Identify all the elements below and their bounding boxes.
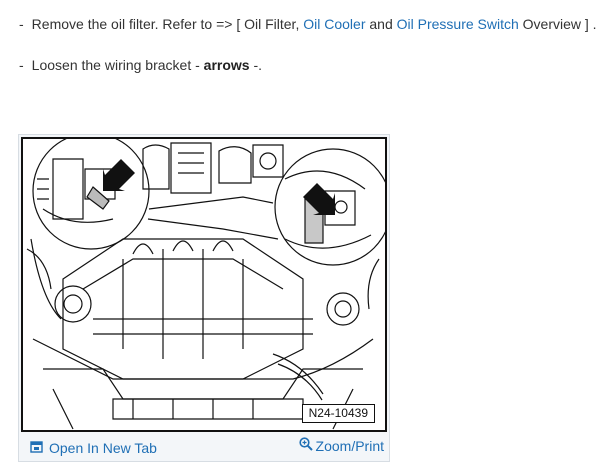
arrow-icons xyxy=(103,159,335,215)
step-text: Overview ] . xyxy=(518,16,597,32)
engine-line-drawing xyxy=(26,139,385,430)
open-in-new-tab-button[interactable]: Open In New Tab xyxy=(30,440,157,456)
magnifier-icon xyxy=(298,437,313,454)
zoom-print-label: Zoom/Print xyxy=(315,437,384,454)
instruction-step-2: -Loosen the wiring bracket - arrows -. xyxy=(19,56,262,74)
zoom-print-button[interactable]: Zoom/Print xyxy=(298,437,384,454)
open-in-new-tab-label: Open In New Tab xyxy=(49,440,157,456)
right-arrow-icon xyxy=(303,183,335,215)
step-text: and xyxy=(365,16,397,32)
step-text: -. xyxy=(249,57,263,73)
engine-illustration[interactable]: N24-10439 xyxy=(21,137,387,432)
right-detail-circle xyxy=(274,148,385,266)
figure-id-label: N24-10439 xyxy=(301,404,375,423)
step-dash: - xyxy=(19,16,24,32)
instruction-step-1: -Remove the oil filter. Refer to => [ Oi… xyxy=(19,15,597,33)
link-oil-pressure-switch[interactable]: Oil Pressure Switch xyxy=(396,16,519,32)
step-dash: - xyxy=(19,57,24,73)
step-text: Remove the oil filter. Refer to => [ Oil… xyxy=(31,16,304,32)
figure-toolbar: Open In New Tab Zoom/Print xyxy=(18,433,390,462)
left-detail-circle xyxy=(32,139,150,250)
left-arrow-icon xyxy=(103,159,135,191)
link-oil-cooler[interactable]: Oil Cooler xyxy=(303,16,366,32)
step-bold-text: arrows xyxy=(203,57,250,73)
step-text: Loosen the wiring bracket - xyxy=(31,57,204,73)
open-new-tab-icon xyxy=(30,440,43,456)
